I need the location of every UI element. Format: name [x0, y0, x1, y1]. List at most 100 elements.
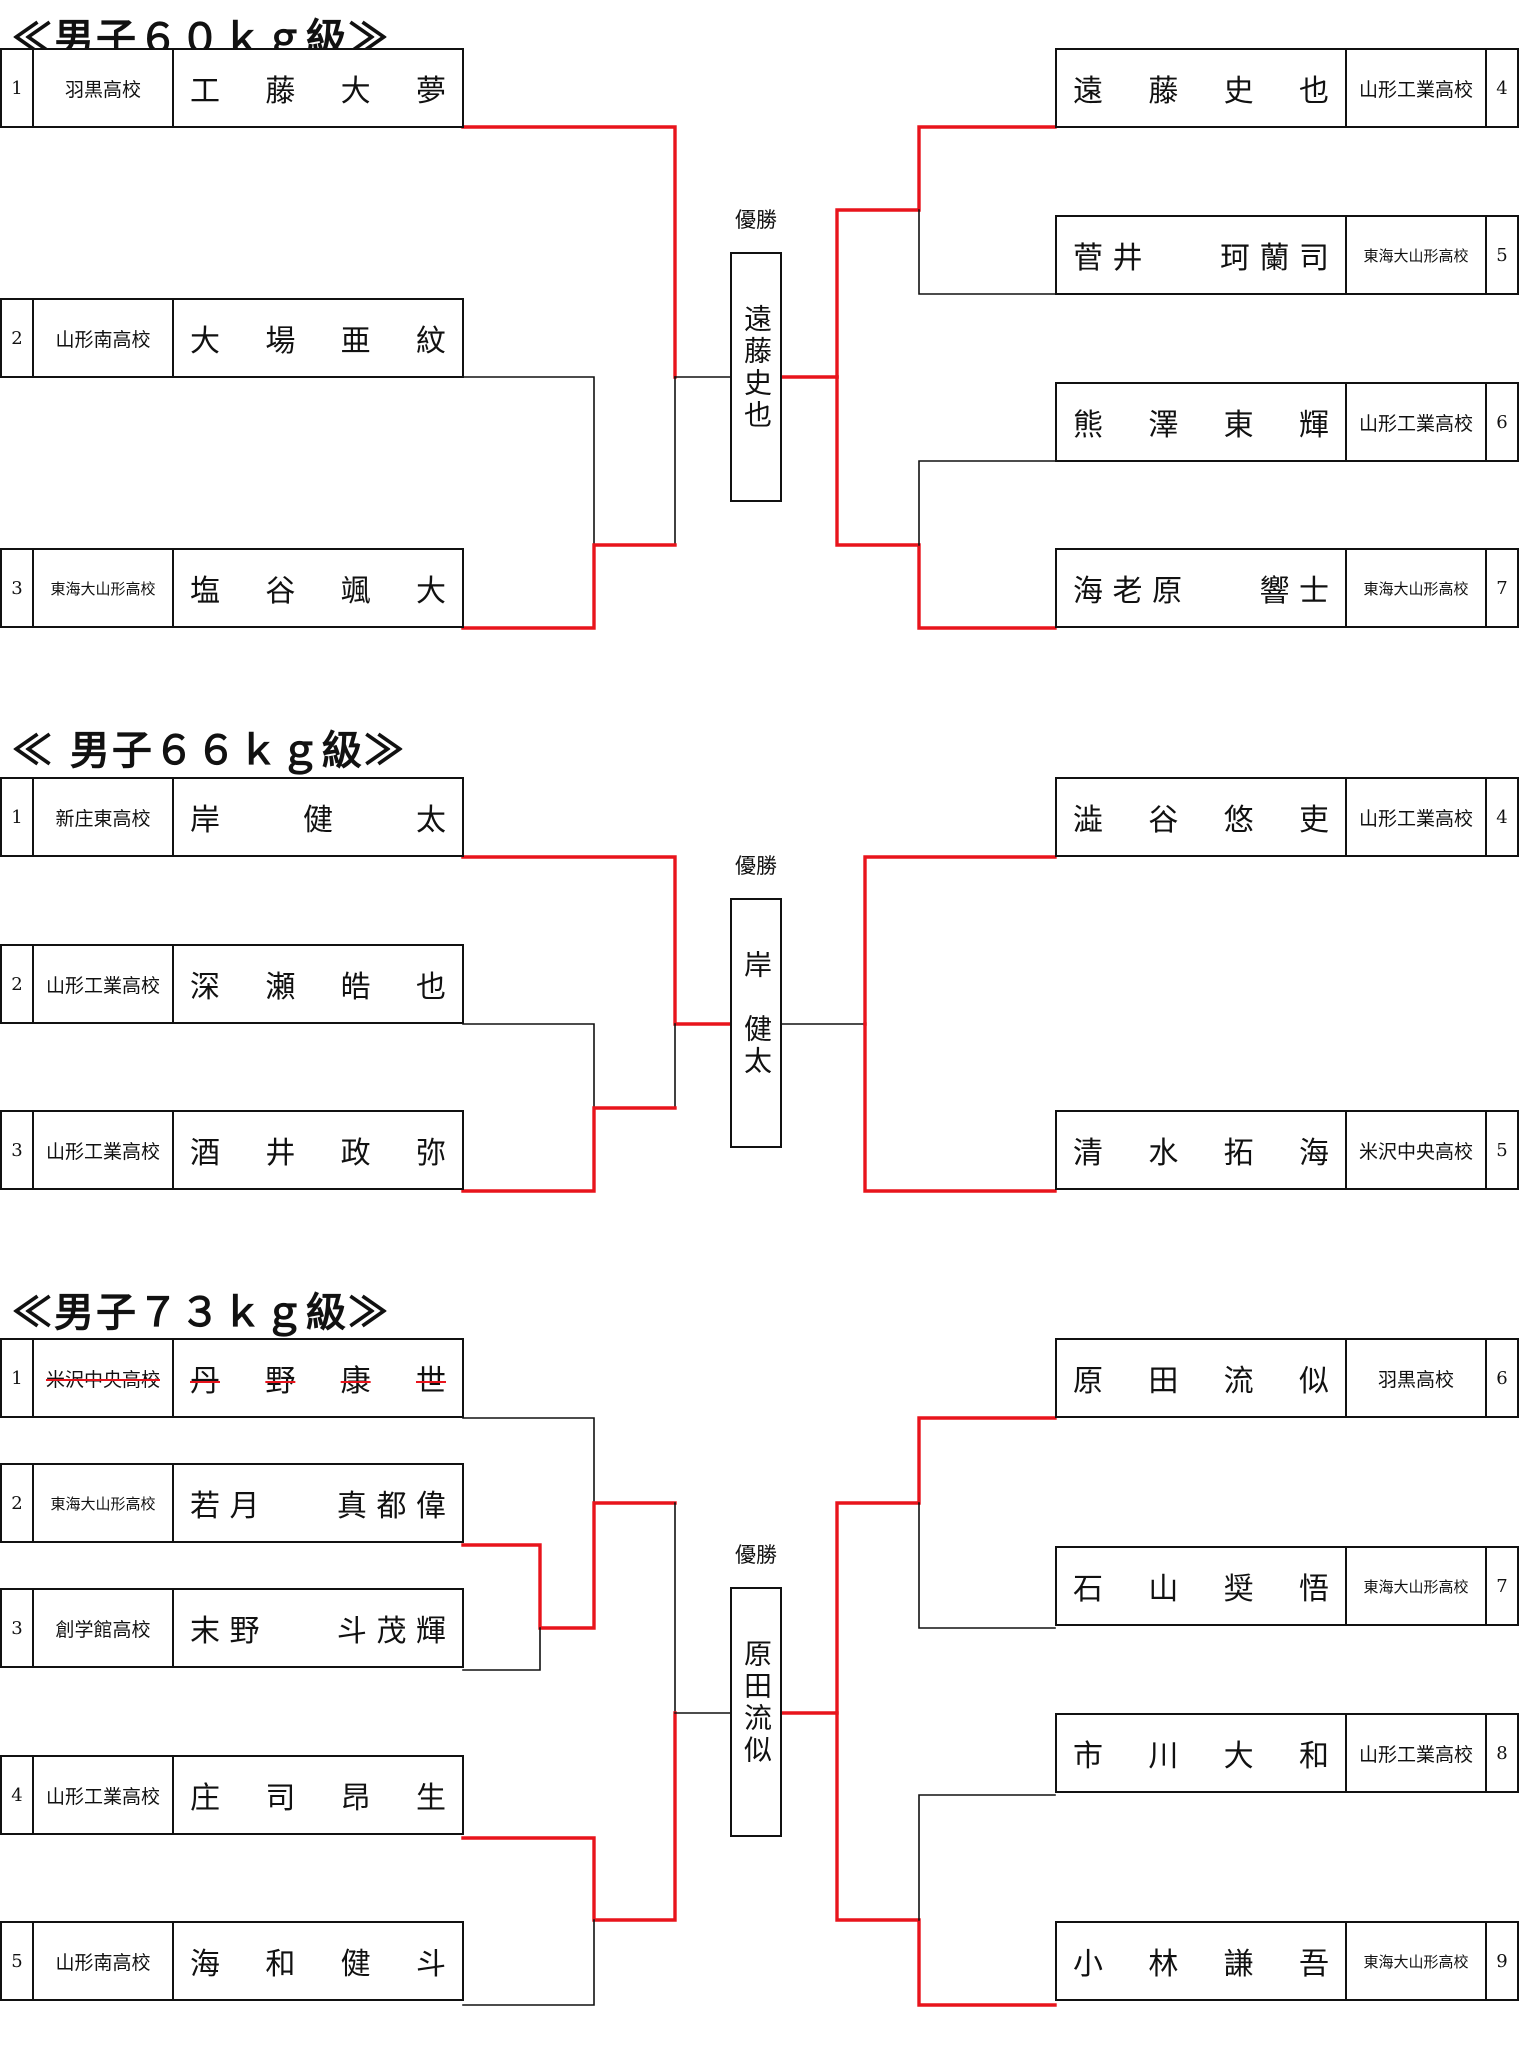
champion-label: 優勝 — [735, 1543, 777, 1567]
winner-line-24 — [780, 1416, 1057, 1715]
school-name: 山形工業高校 — [1347, 1715, 1487, 1791]
name-part: 珂 蘭 司 — [1219, 241, 1329, 276]
competitor-name: 小林謙吾 — [1057, 1923, 1347, 1999]
seed-number: 2 — [2, 946, 34, 1022]
name-part: 響 士 — [1259, 574, 1329, 609]
name-part: 斗 — [415, 1947, 446, 1982]
winner-line-18 — [461, 1501, 677, 1630]
name-part: 謙 — [1223, 1947, 1254, 1982]
competitor-name: 市川大和 — [1057, 1715, 1347, 1791]
name-part: 水 — [1148, 1136, 1179, 1171]
champion-label: 優勝 — [735, 854, 777, 878]
name-part: 吾 — [1298, 1947, 1329, 1982]
school-name: 山形南高校 — [34, 300, 174, 376]
competitor-name: 清水拓海 — [1057, 1112, 1347, 1188]
name-part: 林 — [1148, 1947, 1179, 1982]
name-part: 太 — [416, 803, 446, 838]
winner-line-7 — [835, 375, 1057, 630]
competitor-name: 岸健太 — [174, 779, 462, 855]
school-name: 山形南高校 — [34, 1923, 174, 1999]
name-part: 野 — [265, 1364, 296, 1399]
competitor-name: 塩谷颯大 — [174, 550, 462, 626]
competitor-name: 深瀬皓也 — [174, 946, 462, 1022]
name-part: 藤 — [1148, 74, 1179, 109]
name-part: 石 — [1073, 1572, 1103, 1607]
seed-number: 4 — [2, 1757, 34, 1833]
name-part: 海 — [190, 1947, 220, 1982]
champion-name: 岸 健太 — [740, 950, 773, 1078]
section-title-66kg: ≪ 男子６６ｋｇ級≫ — [12, 727, 406, 774]
school-name: 東海大山形高校 — [1347, 1548, 1487, 1624]
seed-number: 1 — [2, 779, 34, 855]
name-part: 原 — [1073, 1364, 1103, 1399]
champion-box: 原田流似 — [730, 1587, 782, 1837]
competitor-name: 庄司昂生 — [174, 1757, 462, 1833]
name-part: 海 — [1298, 1136, 1329, 1171]
bracket-line-8 — [918, 460, 1056, 546]
school-name: 山形工業高校 — [1347, 50, 1487, 126]
name-part: 庄 — [190, 1781, 220, 1816]
competitor-right-8: 市川大和山形工業高校 8 — [1055, 1713, 1519, 1793]
name-part: 斗 茂 輝 — [336, 1614, 446, 1649]
school-name: 米沢中央高校 — [34, 1340, 174, 1416]
name-part: 場 — [265, 324, 296, 359]
competitor-name: 海和健斗 — [174, 1923, 462, 1999]
name-part: 大 — [340, 74, 371, 109]
name-part: 谷 — [1148, 803, 1179, 838]
name-part: 菅 井 — [1073, 241, 1143, 276]
name-part: 海 老 原 — [1073, 574, 1183, 609]
champion-box: 岸 健太 — [730, 898, 782, 1148]
name-part: 大 — [415, 574, 446, 609]
competitor-name: 熊澤東輝 — [1057, 384, 1347, 460]
name-part: 輝 — [1298, 408, 1329, 443]
name-part: 弥 — [415, 1136, 446, 1171]
name-part: 世 — [415, 1364, 446, 1399]
seed-number: 3 — [2, 550, 34, 626]
competitor-name: 丹野康世 — [174, 1340, 462, 1416]
winner-line-3 — [461, 543, 677, 630]
name-part: 東 — [1223, 408, 1254, 443]
champion-label: 優勝 — [735, 208, 777, 232]
name-part: 丹 — [190, 1364, 220, 1399]
name-part: 塩 — [190, 574, 220, 609]
seed-number: 7 — [1496, 1575, 1508, 1597]
name-part: 亜 — [340, 324, 371, 359]
name-part: 健 — [303, 803, 333, 838]
school-name: 羽黒高校 — [1347, 1340, 1487, 1416]
champion-box: 遠藤史也 — [730, 252, 782, 502]
name-part: 澤 — [1148, 408, 1179, 443]
winner-line-15 — [863, 855, 1057, 1026]
name-part: 川 — [1148, 1739, 1179, 1774]
seed-number: 2 — [2, 1465, 34, 1541]
competitor-name: 菅 井珂 蘭 司 — [1057, 217, 1347, 293]
name-part: 拓 — [1223, 1136, 1254, 1171]
name-part: 岸 — [190, 803, 220, 838]
seed-number: 6 — [1496, 1367, 1508, 1389]
winner-line-0 — [461, 125, 677, 379]
name-part: 吏 — [1298, 803, 1329, 838]
name-part: 夢 — [415, 74, 446, 109]
name-part: 熊 — [1073, 408, 1103, 443]
name-part: 大 — [190, 324, 220, 359]
name-part: 澁 — [1073, 803, 1103, 838]
winner-line-13 — [461, 1106, 677, 1193]
bracket-line-27 — [918, 1794, 1056, 1921]
name-part: 工 — [190, 74, 220, 109]
name-part: 昂 — [340, 1781, 371, 1816]
seed-number: 8 — [1496, 1742, 1508, 1764]
seed-number: 5 — [2, 1923, 34, 1999]
name-part: 悟 — [1298, 1572, 1329, 1607]
name-part: 小 — [1073, 1947, 1103, 1982]
school-name: 山形工業高校 — [1347, 384, 1487, 460]
